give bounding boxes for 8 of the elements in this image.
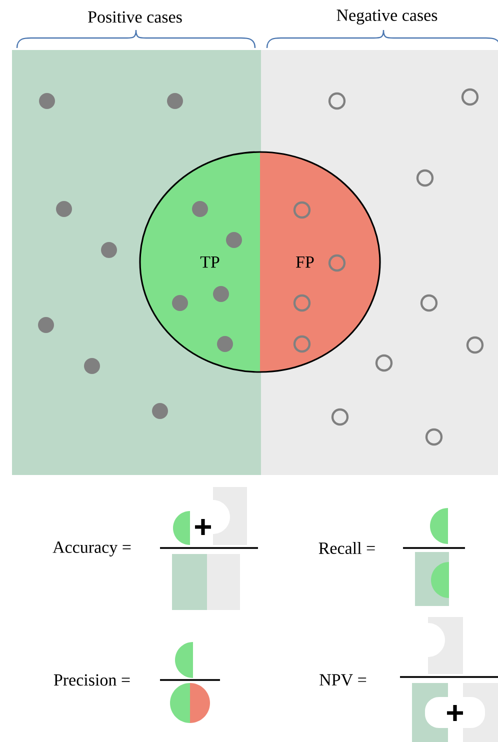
formula-label: Recall =: [318, 542, 375, 554]
node-label: Negative cases: [336, 10, 438, 24]
circle-half: FP: [260, 152, 380, 372]
node-label: Positive cases: [88, 11, 182, 23]
formula-label: NPV =: [320, 674, 366, 686]
formula-label: Precision =: [54, 674, 130, 686]
formula-label: Accuracy =: [52, 542, 131, 556]
circle-half: TP: [140, 152, 260, 372]
